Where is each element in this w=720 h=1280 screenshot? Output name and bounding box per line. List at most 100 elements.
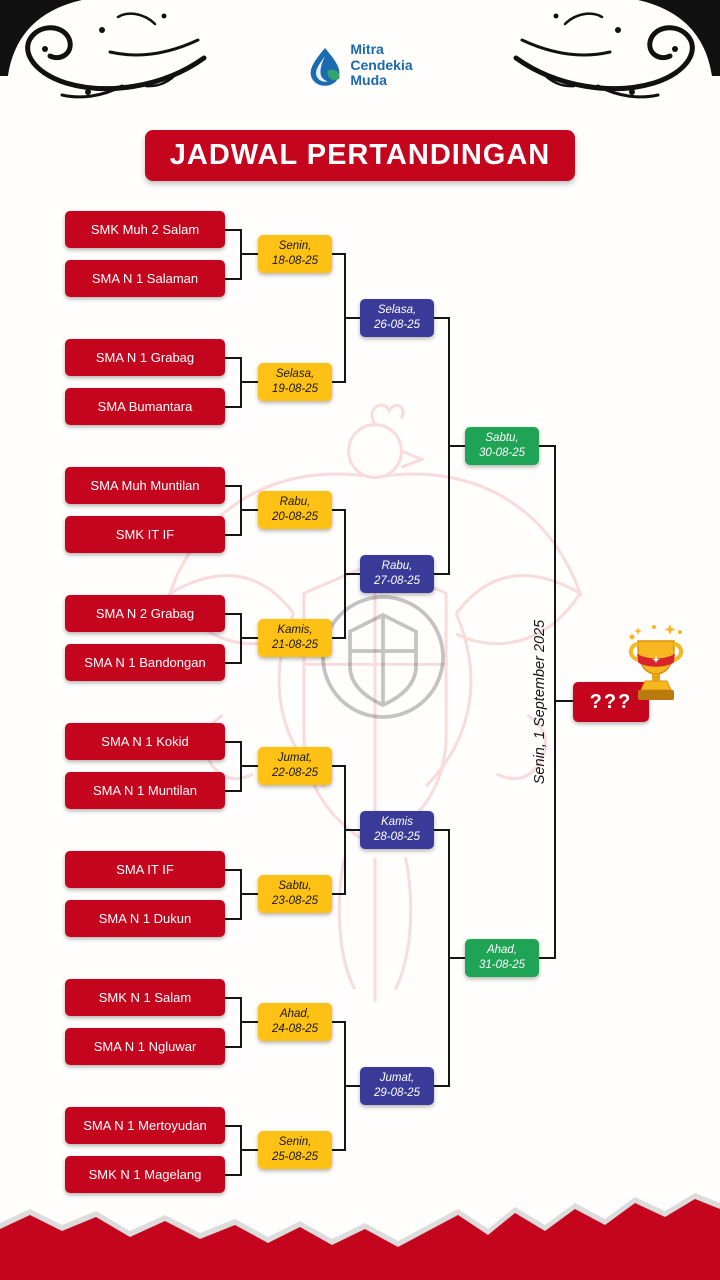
- connector-line: [225, 533, 242, 536]
- logo-line-1: Mitra: [350, 41, 384, 57]
- match-day: Senin,: [278, 1136, 312, 1149]
- champion-box: ???: [573, 682, 649, 722]
- match-date: 28-08-25: [373, 831, 421, 843]
- connector-line: [448, 445, 465, 447]
- connector-line: [344, 829, 360, 831]
- connector-line: [332, 509, 346, 511]
- team-box: SMA N 1 Kokid: [65, 723, 225, 760]
- match-date: 26-08-25: [373, 319, 421, 331]
- connector-line: [332, 381, 346, 383]
- page-title: JADWAL PERTANDINGAN: [145, 130, 575, 181]
- match-date: 19-08-25: [271, 383, 319, 395]
- connector-line: [332, 893, 346, 895]
- match-day: Kamis,: [277, 624, 313, 637]
- connector-line: [434, 829, 450, 831]
- crest-watermark: [321, 595, 445, 719]
- connector-line: [344, 317, 360, 319]
- round2-date-box: Jumat, 29-08-25: [360, 1067, 434, 1105]
- connector-line: [344, 573, 360, 575]
- connector-line: [225, 1124, 242, 1127]
- connector-line: [332, 1149, 346, 1151]
- round3-date-box: Ahad, 31-08-25: [465, 939, 539, 977]
- match-date: 18-08-25: [271, 255, 319, 267]
- round1-date-box: Jumat, 22-08-25: [258, 747, 332, 785]
- connector-line: [225, 789, 242, 792]
- connector-line: [539, 957, 556, 959]
- match-date: 20-08-25: [271, 511, 319, 523]
- match-day: Sabtu,: [485, 432, 519, 445]
- logo-drop-icon: [310, 47, 340, 86]
- team-box: SMA N 1 Dukun: [65, 900, 225, 937]
- connector-line: [225, 996, 242, 999]
- team-box: SMA N 1 Mertoyudan: [65, 1107, 225, 1144]
- round1-date-box: Senin, 25-08-25: [258, 1131, 332, 1169]
- connector-line: [332, 637, 346, 639]
- connector-line: [332, 253, 346, 255]
- match-date: 22-08-25: [271, 767, 319, 779]
- match-date: 25-08-25: [271, 1151, 319, 1163]
- connector-line: [225, 405, 242, 408]
- connector-line: [240, 1021, 258, 1023]
- round1-date-box: Selasa, 19-08-25: [258, 363, 332, 401]
- team-box: SMK IT IF: [65, 516, 225, 553]
- match-date: 27-08-25: [373, 575, 421, 587]
- team-box: SMK N 1 Salam: [65, 979, 225, 1016]
- connector-line: [332, 765, 346, 767]
- match-day: Jumat,: [379, 1072, 415, 1085]
- team-box: SMA N 1 Grabag: [65, 339, 225, 376]
- flourish-ornament-left: [0, 0, 207, 99]
- team-box: SMA IT IF: [65, 851, 225, 888]
- connector-line: [539, 445, 556, 447]
- trophy-icon: [628, 624, 684, 700]
- match-day: Ahad,: [486, 944, 518, 957]
- round1-date-box: Sabtu, 23-08-25: [258, 875, 332, 913]
- connector-line: [554, 446, 556, 958]
- connector-line: [225, 1045, 242, 1048]
- flourish-ornament-right: [513, 0, 720, 99]
- connector-line: [434, 317, 450, 319]
- team-box: SMA N 1 Muntilan: [65, 772, 225, 809]
- match-day: Selasa,: [377, 304, 417, 317]
- connector-line: [240, 381, 258, 383]
- logo-text: Mitra Cendekia Muda: [350, 41, 413, 89]
- torn-paper-edge: [0, 1193, 720, 1280]
- connector-line: [448, 957, 465, 959]
- round3-date-box: Sabtu, 30-08-25: [465, 427, 539, 465]
- team-box: SMA N 1 Ngluwar: [65, 1028, 225, 1065]
- connector-line: [344, 1085, 360, 1087]
- team-box: SMA Bumantara: [65, 388, 225, 425]
- logo: Mitra Cendekia Muda: [0, 41, 720, 89]
- round1-date-box: Rabu, 20-08-25: [258, 491, 332, 529]
- round1-date-box: Senin, 18-08-25: [258, 235, 332, 273]
- connector-line: [240, 637, 258, 639]
- connector-line: [240, 1149, 258, 1151]
- match-date: 30-08-25: [478, 447, 526, 459]
- connector-line: [225, 868, 242, 871]
- logo-line-2: Cendekia: [350, 56, 413, 73]
- round2-date-box: Kamis 28-08-25: [360, 811, 434, 849]
- match-day: Rabu,: [381, 560, 413, 573]
- connector-line: [225, 661, 242, 664]
- connector-line: [240, 765, 258, 767]
- match-day: Ahad,: [279, 1008, 311, 1021]
- connector-line: [225, 740, 242, 743]
- match-date: 29-08-25: [373, 1087, 421, 1099]
- round1-date-box: Ahad, 24-08-25: [258, 1003, 332, 1041]
- connector-line: [434, 1085, 450, 1087]
- round2-date-box: Selasa, 26-08-25: [360, 299, 434, 337]
- match-day: Selasa,: [275, 368, 315, 381]
- round1-date-box: Kamis, 21-08-25: [258, 619, 332, 657]
- match-date: 21-08-25: [271, 639, 319, 651]
- connector-line: [225, 1173, 242, 1176]
- team-box: SMA N 2 Grabag: [65, 595, 225, 632]
- match-day: Kamis: [381, 816, 413, 829]
- connector-line: [240, 253, 258, 255]
- match-day: Rabu,: [279, 496, 311, 509]
- connector-line: [225, 484, 242, 487]
- connector-line: [240, 893, 258, 895]
- connector-line: [240, 509, 258, 511]
- team-box: SMA Muh Muntilan: [65, 467, 225, 504]
- match-day: Sabtu,: [278, 880, 312, 893]
- match-day: Senin,: [278, 240, 312, 253]
